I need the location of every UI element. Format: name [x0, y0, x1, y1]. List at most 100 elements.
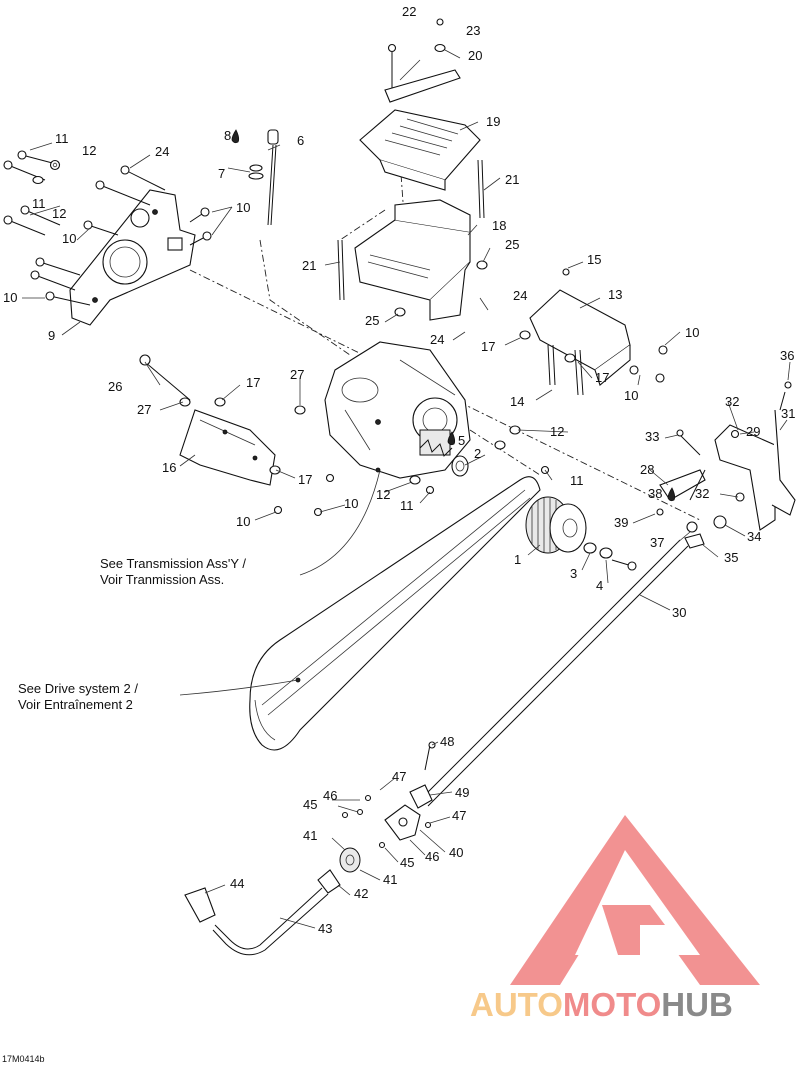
label-part-46b: 46 [425, 849, 439, 864]
label-part-46a: 46 [323, 788, 337, 803]
label-part-10c: 10 [236, 200, 250, 215]
note-transmission-line1: See Transmission Ass'Y / [100, 556, 246, 571]
label-part-33: 33 [645, 429, 659, 444]
label-part-27a: 27 [290, 367, 304, 382]
note-drive-line1: See Drive system 2 / [18, 681, 138, 696]
label-part-35: 35 [724, 550, 738, 565]
label-part-4: 4 [596, 578, 603, 593]
label-part-11b: 11 [32, 196, 46, 211]
label-part-43: 43 [318, 921, 332, 936]
label-part-11d: 11 [400, 498, 414, 513]
label-part-20: 20 [468, 48, 482, 63]
label-part-38: 38 [648, 486, 662, 501]
label-part-27b: 27 [137, 402, 151, 417]
label-part-7: 7 [218, 166, 225, 181]
label-part-37: 37 [650, 535, 664, 550]
label-part-6: 6 [297, 133, 304, 148]
label-part-16: 16 [162, 460, 176, 475]
label-part-11a: 11 [55, 131, 69, 146]
label-part-41b: 41 [383, 872, 397, 887]
label-part-17a: 17 [481, 339, 495, 354]
label-part-10d: 10 [62, 231, 76, 246]
dipstick [231, 129, 279, 226]
label-part-23: 23 [466, 23, 480, 38]
label-part-32b: 32 [695, 486, 709, 501]
label-part-31: 31 [781, 406, 795, 421]
label-part-15: 15 [587, 252, 601, 267]
seal-ring [451, 455, 469, 477]
right-bracket [519, 268, 668, 396]
automotohub-logo [510, 815, 760, 985]
watermark-hub: HUB [661, 986, 733, 1023]
label-part-30: 30 [672, 605, 686, 620]
spring [419, 431, 456, 457]
label-part-12c: 12 [550, 424, 564, 439]
label-part-12d: 12 [376, 487, 390, 502]
label-part-17c: 17 [246, 375, 260, 390]
label-part-14: 14 [510, 394, 524, 409]
label-part-11c: 11 [570, 473, 584, 488]
drive-belt [249, 476, 541, 751]
label-part-18: 18 [492, 218, 506, 233]
label-part-49: 49 [455, 785, 469, 800]
label-part-10f: 10 [344, 496, 358, 511]
label-part-21a: 21 [505, 172, 519, 187]
label-part-10g: 10 [236, 514, 250, 529]
lower-bracket [354, 199, 488, 321]
lever-assembly [656, 381, 796, 549]
label-part-26: 26 [108, 379, 122, 394]
label-part-10b: 10 [624, 388, 638, 403]
pulley [525, 496, 637, 571]
note-drive-line2: Voir Entraînement 2 [18, 697, 133, 712]
label-part-48: 48 [440, 734, 454, 749]
label-part-41a: 41 [303, 828, 317, 843]
label-part-47b: 47 [452, 808, 466, 823]
label-part-24a: 24 [513, 288, 527, 303]
label-part-25b: 25 [365, 313, 379, 328]
label-part-22: 22 [402, 4, 416, 19]
label-part-42: 42 [354, 886, 368, 901]
label-part-47a: 47 [392, 769, 406, 784]
label-part-40: 40 [449, 845, 463, 860]
label-part-17d: 17 [298, 472, 312, 487]
transmission-housing [324, 341, 471, 479]
note-transmission-line2: Voir Tranmission Ass. [100, 572, 224, 587]
label-part-13: 13 [608, 287, 622, 302]
label-part-2: 2 [474, 446, 481, 461]
label-part-29: 29 [746, 424, 760, 439]
label-part-45a: 45 [303, 797, 317, 812]
label-part-39: 39 [614, 515, 628, 530]
label-part-8: 8 [224, 128, 231, 143]
figure-code: 17M0414b [2, 1054, 45, 1064]
washers [409, 425, 550, 495]
label-part-24c: 24 [155, 144, 169, 159]
logo-triangle [510, 815, 760, 985]
watermark-moto: MOTO [563, 986, 661, 1023]
top-bracket [359, 18, 481, 191]
label-part-10e: 10 [3, 290, 17, 305]
label-part-19: 19 [486, 114, 500, 129]
label-part-3: 3 [570, 566, 577, 581]
label-part-21b: 21 [302, 258, 316, 273]
cover-plate [139, 354, 335, 517]
label-part-1: 1 [514, 552, 521, 567]
label-part-25a: 25 [505, 237, 519, 252]
watermark-auto: AUTO [470, 986, 563, 1023]
label-part-5: 5 [458, 433, 465, 448]
shifter-assembly [184, 741, 436, 956]
label-part-12b: 12 [52, 206, 66, 221]
part-labels: 22 23 20 19 21 18 25 21 15 13 24 25 24 1… [3, 4, 795, 936]
label-part-32a: 32 [725, 394, 739, 409]
reference-notes: See Transmission Ass'Y / Voir Tranmissio… [18, 556, 246, 712]
label-part-28: 28 [640, 462, 654, 477]
label-part-17b: 17 [595, 370, 609, 385]
label-part-45b: 45 [400, 855, 414, 870]
watermark-text: AUTOMOTOHUB [470, 986, 733, 1023]
label-part-9: 9 [48, 328, 55, 343]
label-part-36: 36 [780, 348, 794, 363]
leader-lines [22, 49, 791, 929]
label-part-44: 44 [230, 876, 244, 891]
shift-rod [419, 539, 689, 807]
label-part-34: 34 [747, 529, 761, 544]
